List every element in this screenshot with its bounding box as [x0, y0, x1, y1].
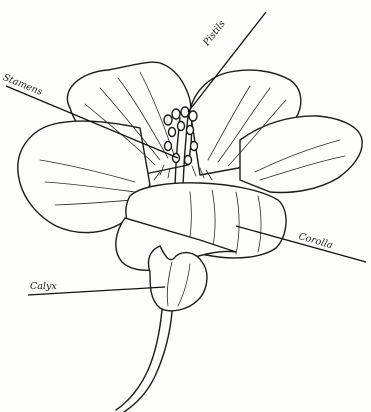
stem	[116, 310, 162, 410]
label-calyx: Calyx	[30, 282, 57, 292]
